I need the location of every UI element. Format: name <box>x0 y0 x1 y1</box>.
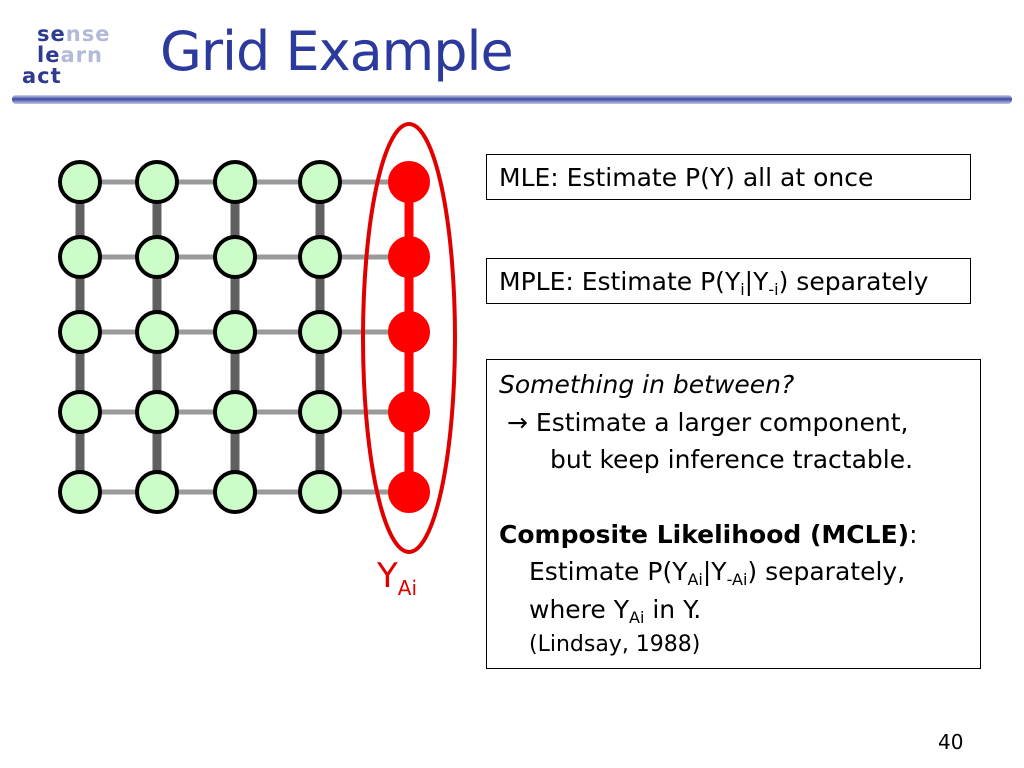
node <box>135 470 179 514</box>
node <box>58 390 102 434</box>
spacer <box>499 479 980 516</box>
logo-text: se <box>37 22 66 46</box>
logo-text: le <box>37 43 61 67</box>
mple-box: MPLE: Estimate P(Yi|Y-i) separately <box>486 258 971 304</box>
mple-text: MPLE: Estimate P(Yi|Y-i) separately <box>499 267 929 299</box>
question-text: Something in between? <box>499 370 795 399</box>
node <box>298 390 342 434</box>
node <box>58 470 102 514</box>
where-line: where YAi in Y. <box>529 594 702 627</box>
estimate-ai-line: Estimate P(YAi|Y-Ai) separately, <box>529 557 906 589</box>
node <box>213 160 257 204</box>
slide-title: Grid Example <box>160 20 514 83</box>
mcle-heading: Composite Likelihood (MCLE): <box>499 519 918 549</box>
node-highlighted <box>388 161 430 203</box>
node <box>213 470 257 514</box>
logo-text: nse <box>65 22 111 46</box>
node <box>213 310 257 354</box>
node <box>298 470 342 514</box>
logo: sense learn act <box>22 24 122 94</box>
node <box>298 160 342 204</box>
node-highlighted <box>388 471 430 513</box>
node <box>135 390 179 434</box>
node-highlighted <box>388 311 430 353</box>
title-underline <box>12 95 1012 104</box>
arrow-icon: → <box>507 407 528 437</box>
node <box>135 310 179 354</box>
mle-text: MLE: Estimate P(Y) all at once <box>499 163 874 192</box>
citation: (Lindsay, 1988) <box>529 632 701 657</box>
logo-text: arn <box>60 43 103 67</box>
node <box>298 235 342 279</box>
page-number: 40 <box>938 730 964 754</box>
node <box>213 390 257 434</box>
node-highlighted <box>388 391 430 433</box>
mle-box: MLE: Estimate P(Y) all at once <box>486 154 971 200</box>
node <box>135 235 179 279</box>
node <box>298 310 342 354</box>
estimate-larger-line: → Estimate a larger component, <box>507 407 909 437</box>
node <box>213 235 257 279</box>
node <box>58 235 102 279</box>
node <box>58 310 102 354</box>
tractable-line: but keep inference tractable. <box>550 445 914 474</box>
composite-likelihood-box: Something in between? → Estimate a large… <box>486 359 981 669</box>
node-highlighted <box>388 236 430 278</box>
logo-text: act <box>22 64 62 88</box>
yai-label: YAi <box>377 556 418 600</box>
highlight-ellipse <box>361 122 457 554</box>
node <box>58 160 102 204</box>
node <box>135 160 179 204</box>
